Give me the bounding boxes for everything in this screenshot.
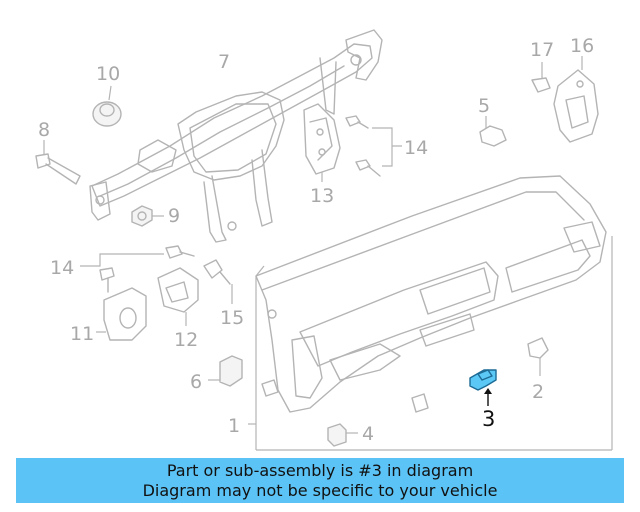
info-banner: Part or sub-assembly is #3 in diagram Di… [16, 458, 624, 503]
part-15-clip [203, 259, 233, 304]
callout-8: 8 [38, 119, 50, 141]
callout-15: 15 [220, 307, 244, 329]
part-14-lower-screws [80, 245, 195, 293]
callout-10: 10 [96, 63, 120, 85]
part-8-bolt [35, 140, 81, 185]
callout-7: 7 [218, 51, 230, 73]
part-4-clip [327, 423, 358, 447]
loose-clips [261, 379, 429, 413]
callout-14-upper: 14 [404, 137, 428, 159]
instrument-panel [248, 175, 613, 451]
callout-4: 4 [362, 423, 374, 445]
callout-2: 2 [532, 381, 544, 403]
part-11-bracket [96, 287, 147, 341]
banner-line-1: Part or sub-assembly is #3 in diagram [166, 461, 474, 480]
callout-14-lower: 14 [50, 257, 74, 279]
part-9-nut [131, 205, 164, 227]
part-6-fastener [208, 355, 243, 387]
part-2-clip [527, 337, 549, 376]
callout-5: 5 [478, 95, 490, 117]
callout-3-highlighted: 3 [482, 407, 495, 431]
callout-9: 9 [168, 205, 180, 227]
callout-12: 12 [174, 329, 198, 351]
parts-diagram: 7 10 8 9 13 14 5 17 16 14 11 12 15 6 1 4… [35, 29, 613, 451]
part-17-clip [531, 62, 551, 93]
part-3-highlighted-clip[interactable] [469, 369, 497, 406]
part-5-clip [479, 116, 507, 147]
part-13-bracket [303, 103, 341, 182]
part-14-upper-screws [345, 115, 402, 177]
part-10-grommet [92, 85, 122, 127]
callout-6: 6 [190, 371, 202, 393]
part-16-side-cover [553, 56, 599, 143]
part-12-bracket [157, 267, 199, 326]
callout-16: 16 [570, 35, 594, 57]
callout-11: 11 [70, 323, 94, 345]
callout-17: 17 [530, 39, 554, 61]
callout-1: 1 [228, 415, 240, 437]
callout-13: 13 [310, 185, 334, 207]
banner-line-2: Diagram may not be specific to your vehi… [142, 481, 498, 500]
cross-car-beam [89, 29, 383, 243]
